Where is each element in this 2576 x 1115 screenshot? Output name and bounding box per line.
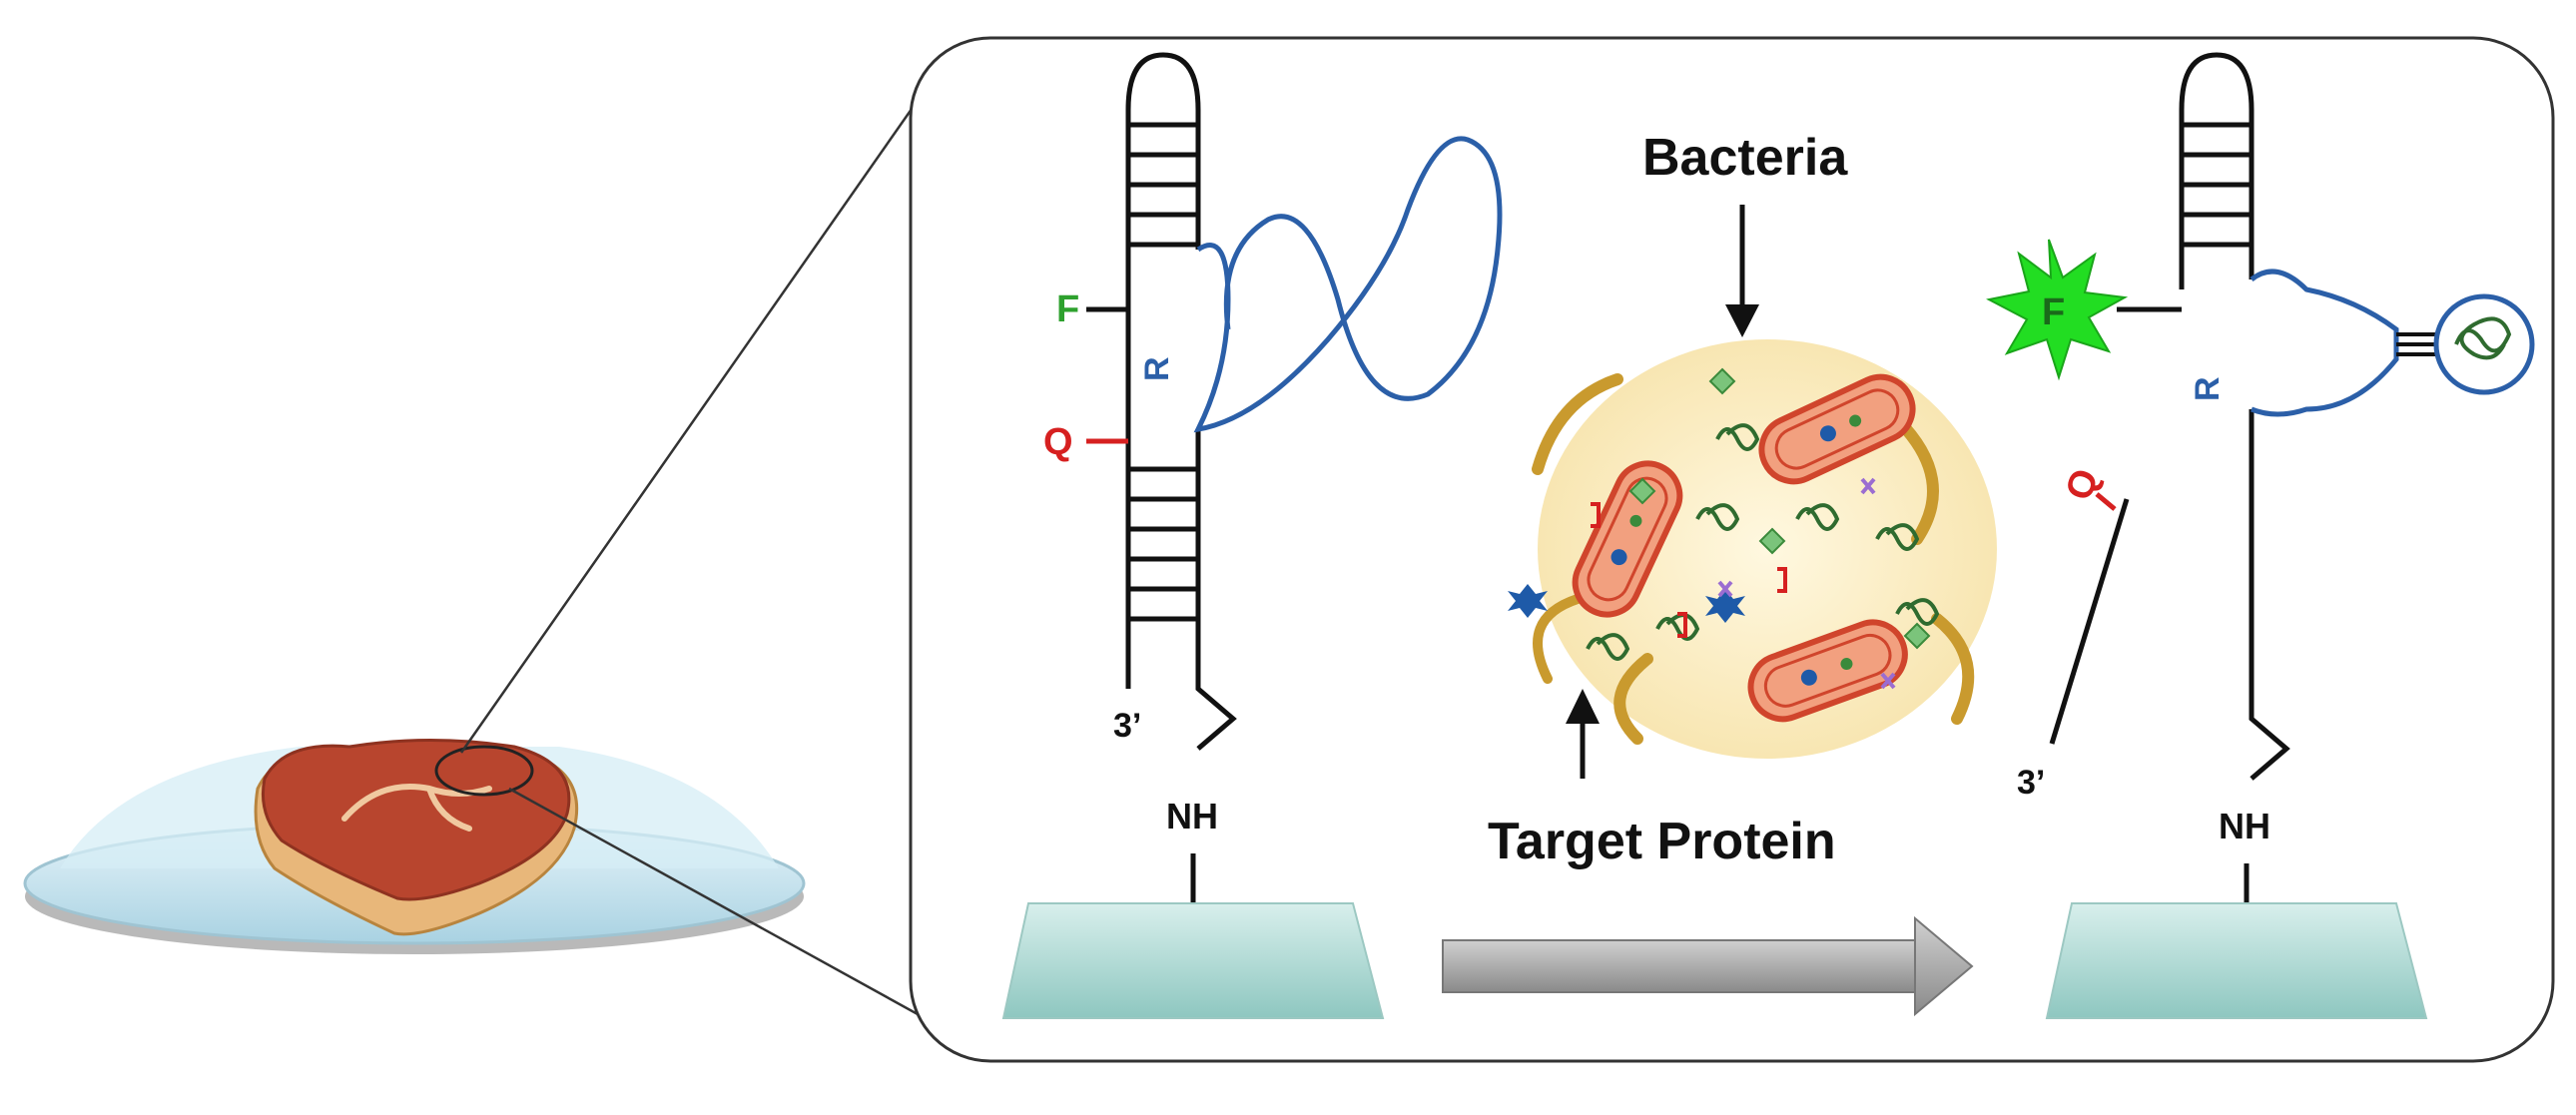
right-arrow-icon (1442, 915, 1974, 1017)
left-probe (1086, 52, 1237, 751)
right-sensor-surface (2045, 902, 2428, 1019)
right-nh-label: NH (2219, 806, 2270, 846)
right-stem-lower (2249, 409, 2290, 781)
right-complementary-strand (2049, 498, 2130, 745)
left-nh-label: NH (1166, 796, 1218, 836)
left-aptamer-loop (1193, 136, 1503, 433)
bacteria-sample (1508, 339, 1997, 759)
zoom-line-top (459, 91, 926, 754)
left-fluorophore-label: F (1056, 288, 1079, 330)
right-hairpin-loop (2179, 52, 2254, 289)
target-protein-label: Target Protein (1488, 813, 1836, 870)
left-three-prime-label: 3’ (1113, 707, 1141, 745)
bacteria-label: Bacteria (1642, 129, 1848, 187)
target-protein-arrowhead (1566, 689, 1600, 724)
right-quencher-linker (2095, 492, 2117, 511)
meat-sample-group (23, 739, 806, 954)
zoom-line-bottom (508, 787, 994, 1058)
right-aptamer-loop (2250, 269, 2399, 417)
bacteria-arrowhead (1725, 304, 1759, 337)
right-three-prime-label: 3’ (2017, 764, 2045, 802)
bacterium-1 (1758, 373, 1916, 485)
fluorescence-burst-icon (1986, 239, 2129, 381)
right-probe (2049, 52, 2290, 781)
zoom-region-marker (434, 745, 534, 797)
left-hairpin-loop (1125, 52, 1201, 689)
meat-icon (261, 739, 571, 901)
left-r-label: R (1138, 356, 1176, 381)
right-fluorophore-label: F (2042, 291, 2065, 333)
right-r-label: R (2189, 376, 2227, 401)
right-aptamer-target (2396, 293, 2535, 395)
bacterium-3 (1747, 619, 1908, 723)
left-quencher-label: Q (1043, 421, 1073, 463)
left-sensor-surface (1001, 902, 1385, 1019)
